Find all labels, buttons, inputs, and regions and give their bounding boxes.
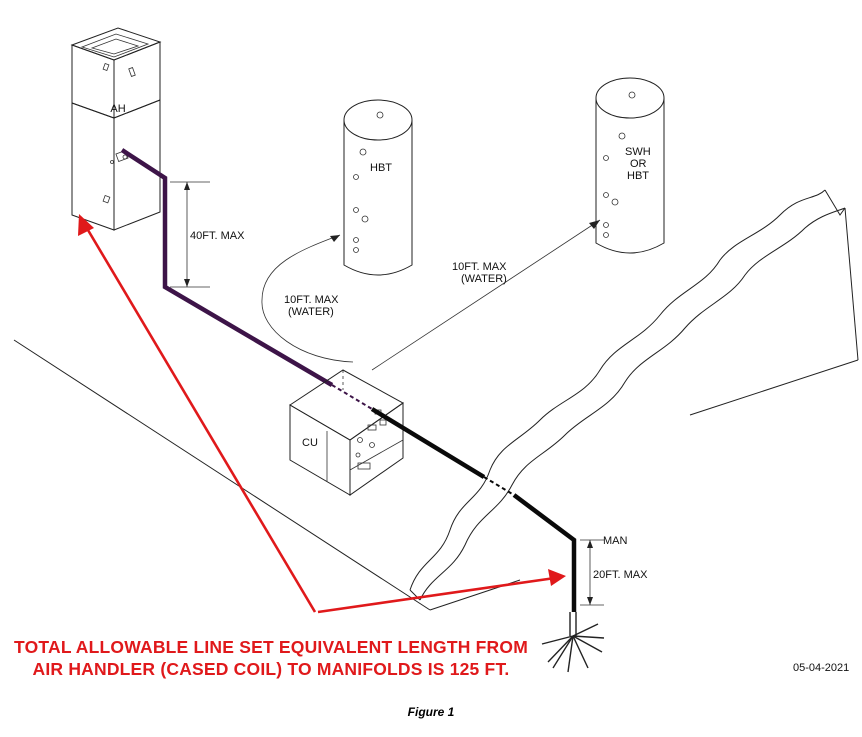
water-line-arrows xyxy=(261,219,601,371)
vertical-dimension-20ft xyxy=(580,539,604,606)
vertical-max-man-label: 20FT. MAX xyxy=(593,569,648,581)
air-handler-label: AH xyxy=(110,103,125,115)
water-max-left-line1: 10FT. MAX xyxy=(284,294,339,306)
vertical-max-ah-label: 40FT. MAX xyxy=(190,230,245,242)
trench-outline xyxy=(409,189,859,601)
note-line2: AIR HANDLER (CASED COIL) TO MANIFOLDS IS… xyxy=(33,659,510,679)
air-handler-unit xyxy=(70,27,162,231)
swh-label-line2: OR xyxy=(630,158,647,170)
figure-caption: Figure 1 xyxy=(407,705,455,719)
swh-label-line1: SWH xyxy=(625,146,651,158)
swh-tank xyxy=(595,77,665,254)
vertical-dimension-40ft xyxy=(170,181,210,288)
condensing-unit-label: CU xyxy=(302,437,318,449)
water-max-left-line2: (WATER) xyxy=(288,306,334,318)
note-line1: TOTAL ALLOWABLE LINE SET EQUIVALENT LENG… xyxy=(14,637,528,657)
condensing-unit xyxy=(289,369,404,496)
line-set-black xyxy=(370,407,486,479)
red-callout-arrows xyxy=(78,214,566,614)
line-set-purple xyxy=(120,148,334,387)
hbt-tank xyxy=(343,99,413,276)
ground-plane xyxy=(13,339,859,611)
hbt-label: HBT xyxy=(370,162,392,174)
water-max-right-line1: 10FT. MAX xyxy=(452,261,507,273)
manifold-label: MAN xyxy=(603,535,628,547)
water-max-right-line2: (WATER) xyxy=(461,273,507,285)
manifold-loops xyxy=(541,612,605,673)
date-stamp: 05-04-2021 xyxy=(793,662,849,674)
swh-label-line3: HBT xyxy=(627,170,649,182)
